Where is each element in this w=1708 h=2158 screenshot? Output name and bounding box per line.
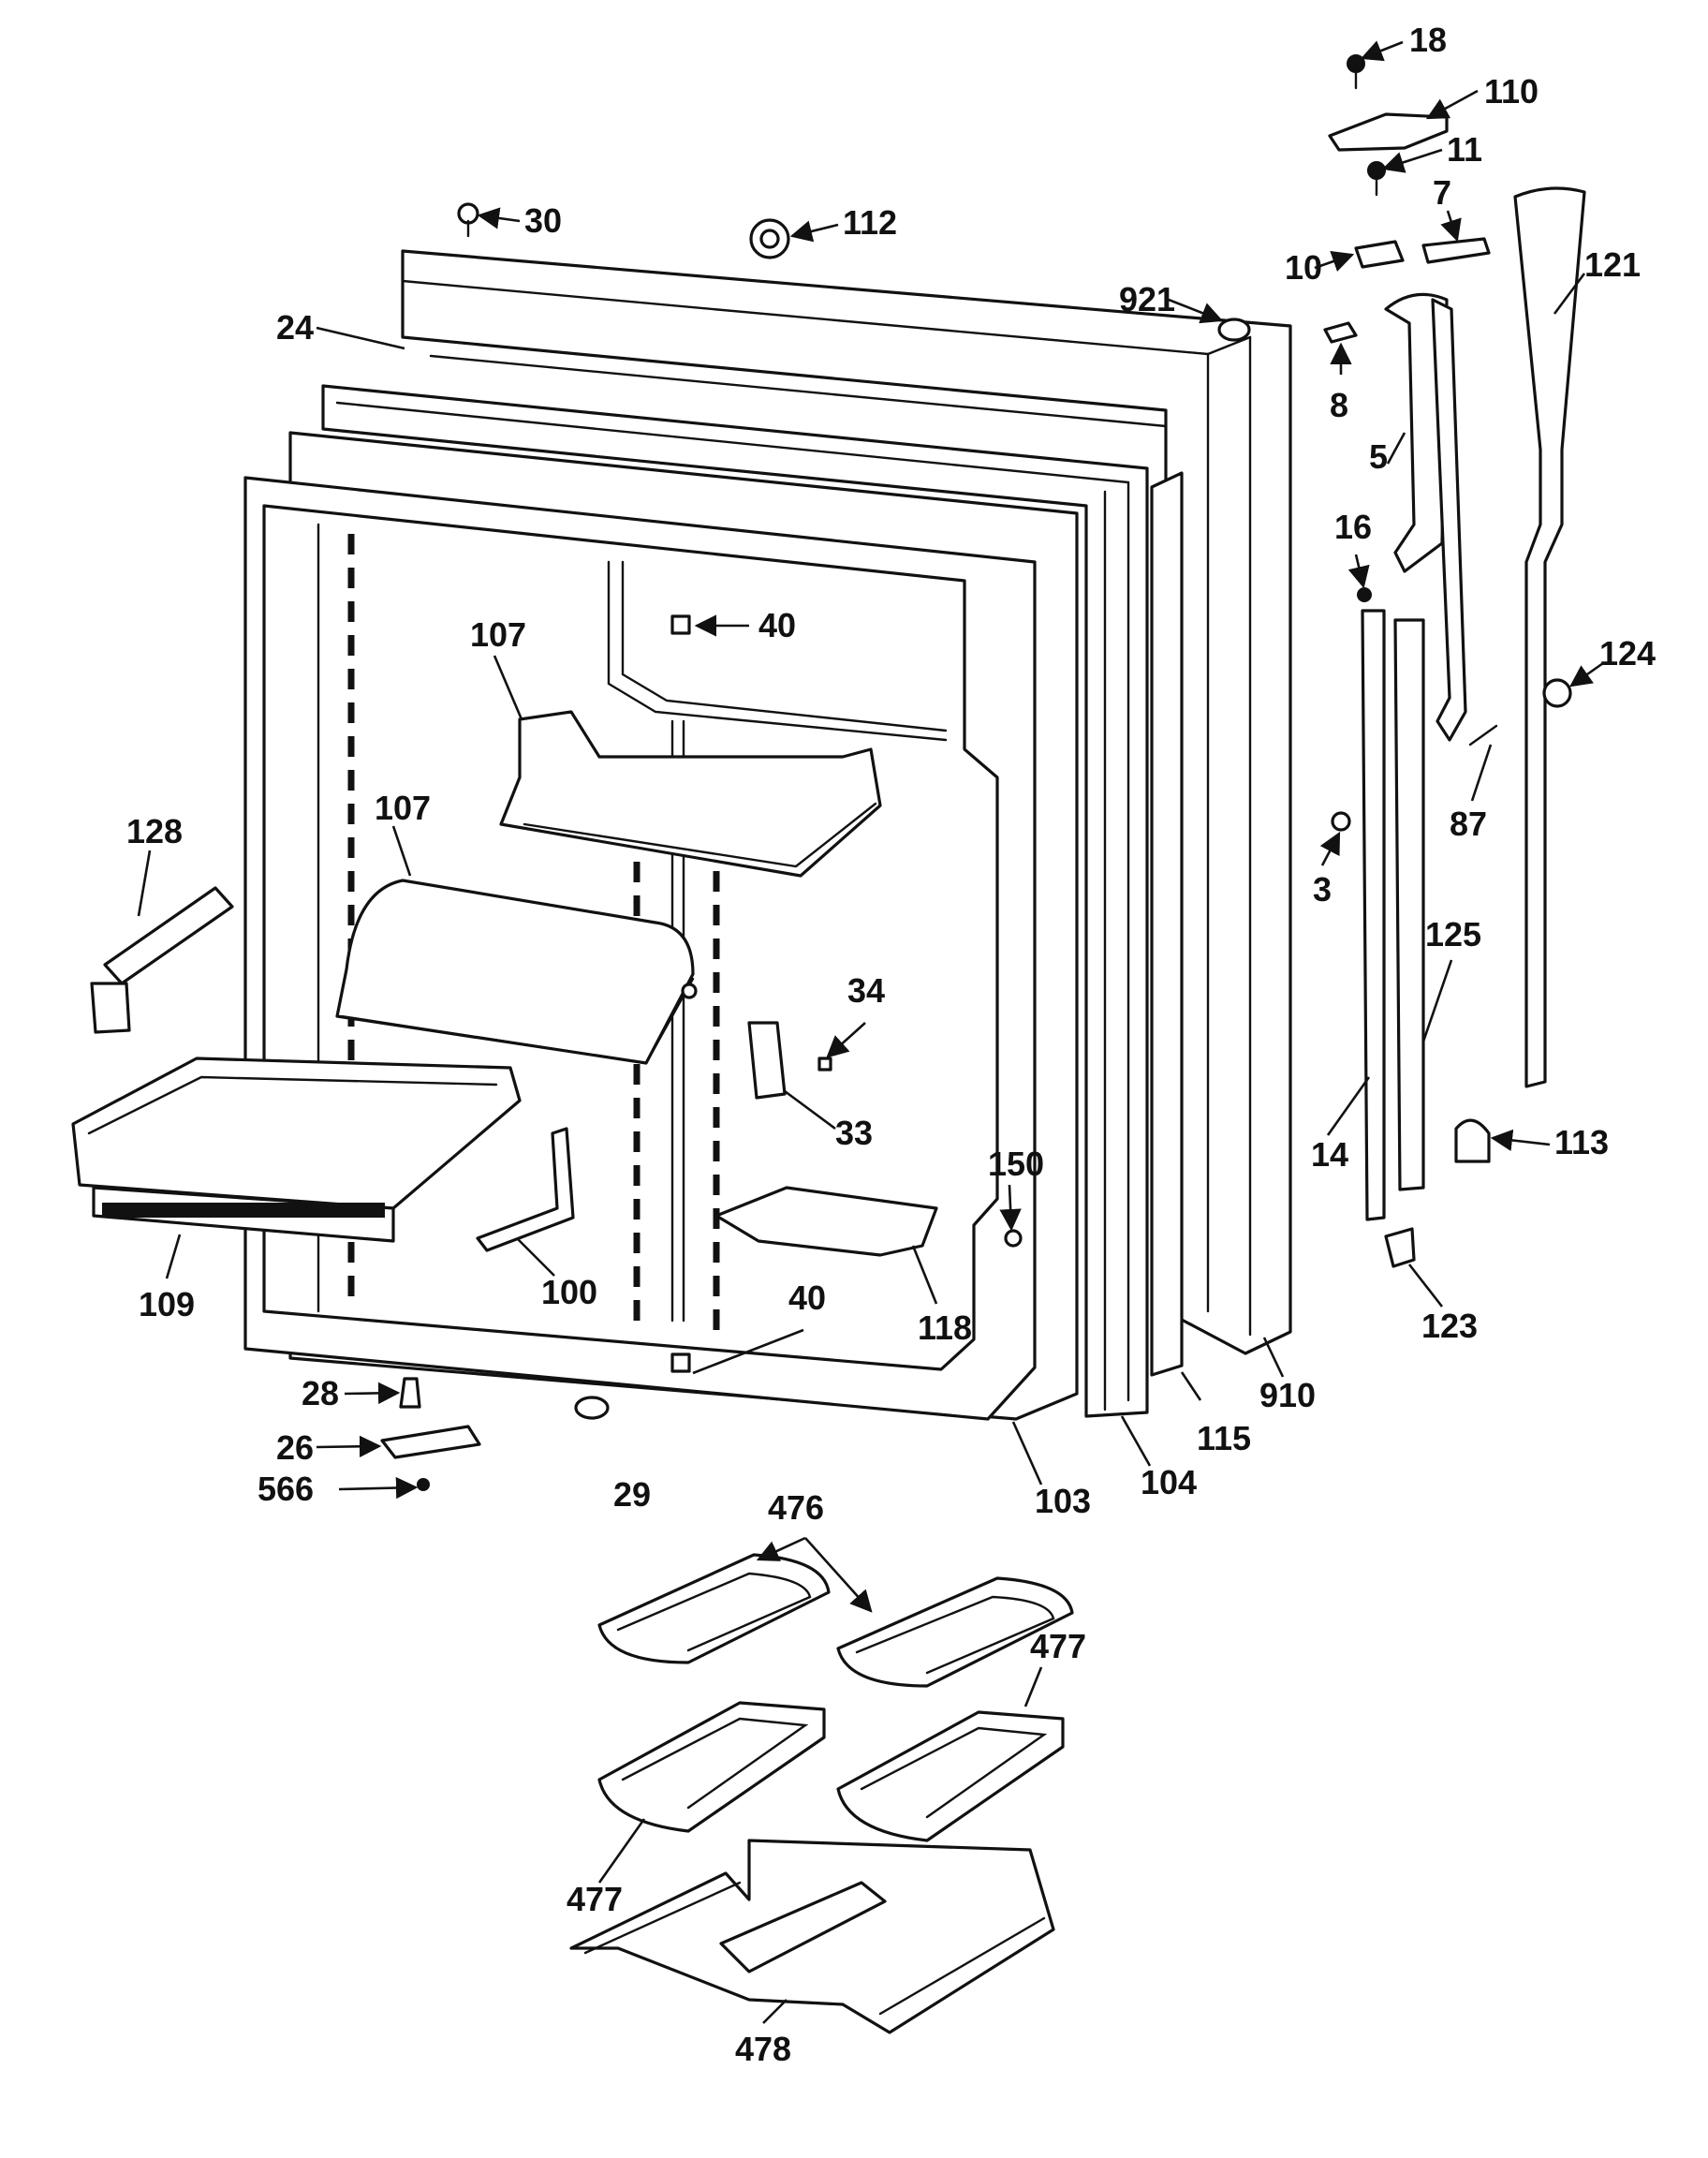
screw-30 bbox=[457, 202, 479, 238]
label-16: 16 bbox=[1334, 508, 1372, 546]
label-118: 118 bbox=[918, 1308, 972, 1347]
clip-40-lower bbox=[670, 1352, 691, 1373]
hinge-bracket-10 bbox=[1354, 240, 1405, 269]
screw-16 bbox=[1357, 587, 1372, 602]
hinge-5 bbox=[1384, 292, 1467, 742]
door-gasket-outer bbox=[321, 384, 1149, 1418]
bracket-100 bbox=[476, 1127, 575, 1252]
plate-26 bbox=[380, 1425, 481, 1459]
label-29: 29 bbox=[613, 1475, 651, 1514]
screw-87 bbox=[1468, 724, 1498, 746]
label-26: 26 bbox=[276, 1428, 314, 1467]
clip-40-upper bbox=[670, 614, 691, 635]
label-477-left: 477 bbox=[567, 1880, 623, 1918]
label-121: 121 bbox=[1584, 245, 1641, 284]
label-100: 100 bbox=[541, 1273, 597, 1311]
egg-bin-128 bbox=[90, 886, 234, 1034]
door-outer-panel bbox=[401, 249, 1292, 1355]
handle-121 bbox=[1513, 186, 1586, 1088]
bin-477-left bbox=[597, 1701, 826, 1833]
clip-34 bbox=[817, 1057, 832, 1072]
label-33: 33 bbox=[835, 1114, 873, 1152]
label-30: 30 bbox=[524, 201, 562, 240]
label-104: 104 bbox=[1141, 1463, 1197, 1501]
label-128: 128 bbox=[126, 812, 183, 850]
stop-28 bbox=[399, 1377, 421, 1409]
part-number-labels: 18 110 11 30 112 7 10 121 921 24 8 5 16 … bbox=[126, 21, 1656, 2068]
label-24: 24 bbox=[276, 308, 314, 347]
label-478: 478 bbox=[735, 2030, 791, 2068]
hinge-123 bbox=[1384, 1227, 1416, 1268]
label-109: 109 bbox=[139, 1285, 195, 1323]
label-125: 125 bbox=[1425, 915, 1481, 953]
label-28: 28 bbox=[302, 1374, 339, 1412]
label-112: 112 bbox=[843, 203, 897, 242]
label-123: 123 bbox=[1421, 1307, 1478, 1345]
leader-lines bbox=[137, 40, 1604, 2024]
label-115: 115 bbox=[1197, 1419, 1251, 1457]
label-150: 150 bbox=[988, 1145, 1044, 1183]
label-124: 124 bbox=[1599, 634, 1656, 673]
bin-477-right bbox=[836, 1710, 1065, 1842]
plug-921 bbox=[1217, 318, 1251, 342]
label-110: 110 bbox=[1484, 72, 1539, 111]
label-103: 103 bbox=[1035, 1482, 1091, 1520]
bin-476-right bbox=[836, 1576, 1074, 1688]
plug-29 bbox=[574, 1396, 610, 1420]
label-107-lower: 107 bbox=[375, 789, 431, 827]
label-7: 7 bbox=[1433, 173, 1451, 212]
label-40-lower: 40 bbox=[788, 1279, 826, 1317]
label-921: 921 bbox=[1119, 280, 1175, 318]
shim-8 bbox=[1323, 321, 1358, 344]
hinge-pin-7 bbox=[1421, 237, 1491, 264]
clip-113 bbox=[1454, 1118, 1491, 1163]
strip-125 bbox=[1393, 618, 1425, 1191]
upper-door-shelf bbox=[499, 710, 882, 878]
label-10: 10 bbox=[1285, 248, 1322, 287]
screw-566 bbox=[417, 1478, 430, 1491]
label-14: 14 bbox=[1311, 1135, 1348, 1174]
screw-11 bbox=[1367, 161, 1386, 197]
dairy-compartment bbox=[335, 879, 698, 1065]
label-18: 18 bbox=[1409, 21, 1447, 59]
label-910: 910 bbox=[1259, 1376, 1316, 1414]
label-8: 8 bbox=[1330, 386, 1348, 424]
label-113: 113 bbox=[1554, 1123, 1609, 1161]
hinge-cover-110 bbox=[1328, 112, 1449, 152]
label-11: 11 bbox=[1447, 130, 1482, 169]
plug-112 bbox=[749, 218, 790, 259]
door-breaker-strip bbox=[1150, 471, 1184, 1377]
bin-109 bbox=[71, 1057, 522, 1243]
label-5: 5 bbox=[1369, 437, 1388, 476]
shelf-support-33 bbox=[747, 1021, 787, 1100]
nut-3 bbox=[1331, 811, 1351, 832]
bin-478 bbox=[569, 1839, 1055, 2034]
bin-476-left bbox=[597, 1553, 831, 1664]
label-40-upper: 40 bbox=[758, 606, 796, 644]
label-87: 87 bbox=[1450, 805, 1487, 843]
cap-124 bbox=[1542, 678, 1572, 708]
label-107-upper: 107 bbox=[470, 615, 526, 654]
label-476: 476 bbox=[768, 1488, 824, 1527]
strip-14 bbox=[1361, 609, 1386, 1221]
small-door-tray bbox=[714, 1186, 938, 1257]
label-34: 34 bbox=[847, 971, 885, 1010]
label-3: 3 bbox=[1313, 870, 1332, 909]
label-566: 566 bbox=[258, 1470, 314, 1508]
label-477-right: 477 bbox=[1030, 1627, 1086, 1665]
screw-18 bbox=[1347, 54, 1365, 90]
clip-150 bbox=[1004, 1229, 1023, 1248]
